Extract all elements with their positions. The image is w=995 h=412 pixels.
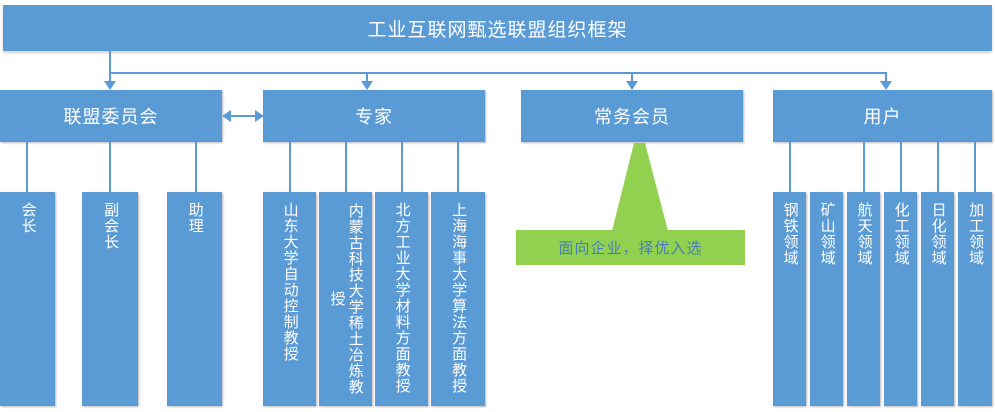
node-label: 上海海事大学算法方面教授 xyxy=(450,202,468,394)
connector-title-stem xyxy=(109,51,111,73)
connector-distributor-bar xyxy=(109,72,886,74)
node-label: 会长 xyxy=(19,202,37,234)
node-user-daily-chemical[interactable]: 日化领域 xyxy=(921,192,954,406)
connector-committee-child-2 xyxy=(109,142,111,192)
connector-committee-child-3 xyxy=(195,142,197,192)
connector-expert-child-1 xyxy=(289,142,291,192)
connector-drop-committee xyxy=(109,72,111,82)
node-expert-shandong[interactable]: 山东大学自动控制教授 xyxy=(263,192,316,406)
node-committee[interactable]: 联盟委员会 xyxy=(0,90,222,142)
node-user-aerospace[interactable]: 航天领域 xyxy=(847,192,880,406)
arrow-down-icon-committee xyxy=(104,81,116,90)
node-committee-child-chairman[interactable]: 会长 xyxy=(0,192,55,406)
connector-committee-experts xyxy=(229,115,257,117)
node-label: 助理 xyxy=(186,202,204,234)
node-committee-child-assistant[interactable]: 助理 xyxy=(167,192,222,406)
arrow-down-icon-members xyxy=(626,81,638,90)
node-label: 钢铁领域 xyxy=(781,202,799,266)
connector-drop-users xyxy=(885,72,887,82)
node-expert-north-china[interactable]: 北方工业大学材料方面教授 xyxy=(375,192,428,406)
node-user-chemical[interactable]: 化工领域 xyxy=(884,192,917,406)
arrow-left-icon-committee-experts xyxy=(222,110,231,122)
node-label: 山东大学自动控制教授 xyxy=(281,202,299,362)
node-user-processing[interactable]: 加工领域 xyxy=(958,192,992,406)
node-expert-shanghai-maritime[interactable]: 上海海事大学算法方面教授 xyxy=(431,192,485,406)
connector-drop-experts xyxy=(366,72,368,82)
connector-committee-child-1 xyxy=(26,142,28,192)
arrow-down-icon-users xyxy=(880,81,892,90)
node-experts[interactable]: 专家 xyxy=(263,90,485,142)
arrow-down-icon-experts xyxy=(361,81,373,90)
chart-title-banner: 工业互联网甄选联盟组织框架 xyxy=(3,5,992,51)
node-label: 北方工业大学材料方面教授 xyxy=(393,202,411,394)
node-label: 加工领域 xyxy=(967,202,985,266)
connector-user-child-5 xyxy=(937,142,939,192)
node-label: 内蒙古科技大学稀土冶炼教授 xyxy=(328,203,364,395)
node-expert-inner-mongolia[interactable]: 内蒙古科技大学稀土冶炼教授 xyxy=(319,192,372,406)
connector-user-child-6 xyxy=(974,142,976,192)
connector-user-child-1 xyxy=(789,142,791,192)
connector-drop-members xyxy=(631,72,633,82)
connector-user-child-3 xyxy=(863,142,865,192)
node-label: 副会长 xyxy=(102,202,120,250)
node-committee-child-vice-chairman[interactable]: 副会长 xyxy=(82,192,138,406)
node-user-steel[interactable]: 钢铁领域 xyxy=(773,192,806,406)
node-standing-members[interactable]: 常务会员 xyxy=(521,90,743,142)
connector-expert-child-3 xyxy=(401,142,403,192)
connector-user-child-4 xyxy=(900,142,902,192)
arrow-right-icon-committee-experts xyxy=(255,110,264,122)
connector-expert-child-2 xyxy=(345,142,347,192)
node-label: 日化领域 xyxy=(929,202,947,266)
node-label: 化工领域 xyxy=(892,202,910,266)
connector-expert-child-4 xyxy=(457,142,459,192)
node-user-mining[interactable]: 矿山领域 xyxy=(810,192,843,406)
callout-pointer-triangle xyxy=(612,143,668,231)
node-label: 航天领域 xyxy=(855,202,873,266)
callout-label: 面向企业，择优入选 xyxy=(516,230,745,265)
node-label: 矿山领域 xyxy=(818,202,836,266)
node-users[interactable]: 用户 xyxy=(773,90,992,142)
